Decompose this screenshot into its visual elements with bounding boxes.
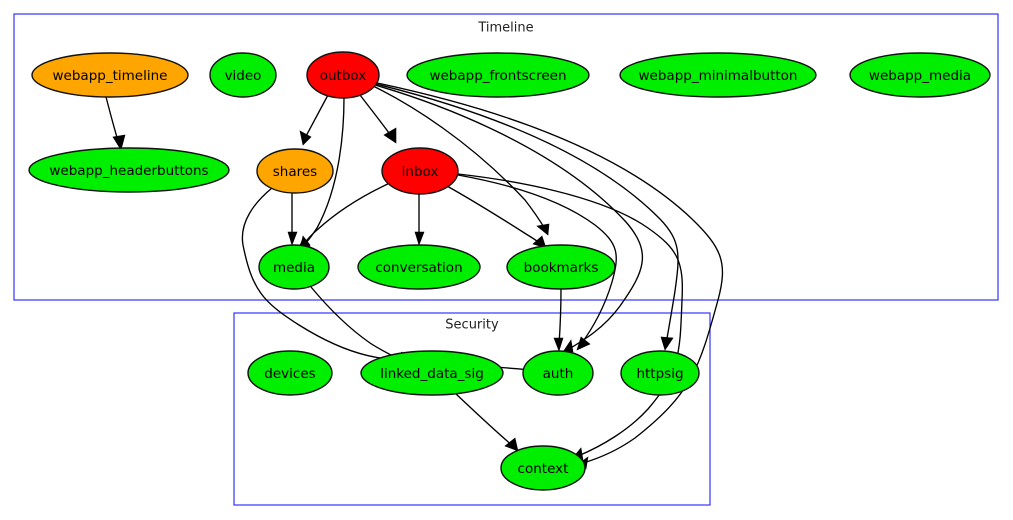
edge-line bbox=[454, 392, 514, 447]
node-shape-devices[interactable] bbox=[247, 350, 333, 396]
node-inbox[interactable]: inbox bbox=[381, 147, 459, 195]
node-video[interactable]: video bbox=[209, 52, 277, 98]
node-devices[interactable]: devices bbox=[247, 350, 333, 396]
node-shape-linked_data_sig[interactable] bbox=[360, 350, 504, 396]
cluster-label-security: Security bbox=[445, 318, 499, 333]
edge-line bbox=[301, 181, 393, 247]
edge-outbox-to-httpsig bbox=[375, 83, 679, 351]
edge-line bbox=[457, 174, 617, 345]
edge-line bbox=[446, 185, 542, 245]
edge-outbox-to-inbox bbox=[359, 94, 397, 144]
edge-media-to-linked_data_sig bbox=[310, 286, 406, 363]
edge-line bbox=[303, 97, 345, 246]
edge-inbox-to-conversation bbox=[414, 194, 425, 246]
edge-bookmarks-to-auth bbox=[553, 288, 564, 352]
edge-linked_data_sig-to-context bbox=[454, 392, 519, 452]
node-context[interactable]: context bbox=[500, 445, 586, 491]
edge-outbox-to-shares bbox=[299, 94, 329, 146]
edge-line bbox=[558, 288, 562, 346]
edge-line bbox=[375, 83, 679, 345]
node-shape-conversation[interactable] bbox=[357, 244, 481, 290]
node-shape-bookmarks[interactable] bbox=[506, 244, 616, 290]
nodes-layer: webapp_timeline video outbox webapp_frontsc… bbox=[28, 51, 991, 491]
edge-line bbox=[457, 173, 684, 457]
edge-inbox-to-media bbox=[297, 181, 393, 251]
node-webapp_media[interactable]: webapp_media bbox=[849, 52, 991, 98]
edge-line bbox=[310, 286, 400, 360]
node-shape-httpsig[interactable] bbox=[620, 350, 700, 396]
node-shape-auth[interactable] bbox=[522, 350, 594, 396]
node-shape-media[interactable] bbox=[258, 244, 330, 290]
node-webapp_frontscreen[interactable]: webapp_frontscreen bbox=[406, 52, 590, 98]
edge-arrowhead-icon bbox=[532, 235, 547, 249]
node-conversation[interactable]: conversation bbox=[357, 244, 481, 290]
node-shape-inbox[interactable] bbox=[381, 147, 459, 195]
edge-line bbox=[376, 82, 724, 464]
node-bookmarks[interactable]: bookmarks bbox=[506, 244, 616, 290]
node-auth[interactable]: auth bbox=[522, 350, 594, 396]
node-shape-context[interactable] bbox=[500, 445, 586, 491]
cluster-security: Security bbox=[233, 312, 711, 506]
node-webapp_headerbuttons[interactable]: webapp_headerbuttons bbox=[28, 147, 230, 193]
node-httpsig[interactable]: httpsig bbox=[620, 350, 700, 396]
edge-arrowhead-icon bbox=[553, 337, 564, 352]
cluster-border-timeline bbox=[13, 13, 999, 301]
node-outbox[interactable]: outbox bbox=[306, 51, 380, 99]
node-shape-webapp_timeline[interactable] bbox=[31, 52, 189, 98]
node-shape-shares[interactable] bbox=[256, 148, 334, 194]
node-shares[interactable]: shares bbox=[256, 148, 334, 194]
edge-outbox-to-auth bbox=[374, 84, 644, 353]
node-shape-outbox[interactable] bbox=[306, 51, 380, 99]
edge-outbox-to-bookmarks bbox=[372, 85, 550, 236]
edge-shares-to-media bbox=[287, 193, 298, 246]
edge-line bbox=[372, 85, 546, 230]
edge-line bbox=[359, 94, 393, 138]
cluster-label-timeline: Timeline bbox=[477, 21, 533, 36]
node-shape-webapp_frontscreen[interactable] bbox=[406, 52, 590, 98]
node-shape-webapp_minimalbutton[interactable] bbox=[619, 52, 817, 98]
node-linked_data_sig[interactable]: linked_data_sig bbox=[360, 350, 504, 396]
edge-arrowhead-icon bbox=[576, 336, 591, 351]
edge-arrowhead-icon bbox=[504, 437, 519, 452]
edge-line bbox=[374, 84, 644, 350]
cluster-border-security bbox=[233, 312, 711, 506]
edge-arrowhead-icon bbox=[660, 336, 674, 351]
cluster-timeline: Timeline bbox=[13, 13, 999, 301]
edge-inbox-to-auth bbox=[457, 174, 617, 351]
node-media[interactable]: media bbox=[258, 244, 330, 290]
node-shape-webapp_headerbuttons[interactable] bbox=[28, 147, 230, 193]
edge-arrowhead-icon bbox=[287, 231, 298, 246]
node-shape-video[interactable] bbox=[209, 52, 277, 98]
edge-arrowhead-icon bbox=[562, 339, 574, 353]
edge-webapp_timeline-to-webapp_headerbuttons bbox=[105, 96, 126, 151]
edge-line bbox=[304, 94, 329, 139]
node-webapp_minimalbutton[interactable]: webapp_minimalbutton bbox=[619, 52, 817, 98]
edge-arrowhead-icon bbox=[536, 223, 550, 236]
edges-layer bbox=[105, 82, 724, 470]
node-webapp_timeline[interactable]: webapp_timeline bbox=[31, 52, 189, 98]
edge-arrowhead-icon bbox=[112, 134, 126, 151]
edge-arrowhead-icon bbox=[414, 231, 425, 246]
node-shape-webapp_media[interactable] bbox=[849, 52, 991, 98]
edge-arrowhead-icon bbox=[383, 127, 397, 144]
edge-arrowhead-icon bbox=[299, 130, 312, 146]
edge-inbox-to-bookmarks bbox=[446, 185, 547, 249]
